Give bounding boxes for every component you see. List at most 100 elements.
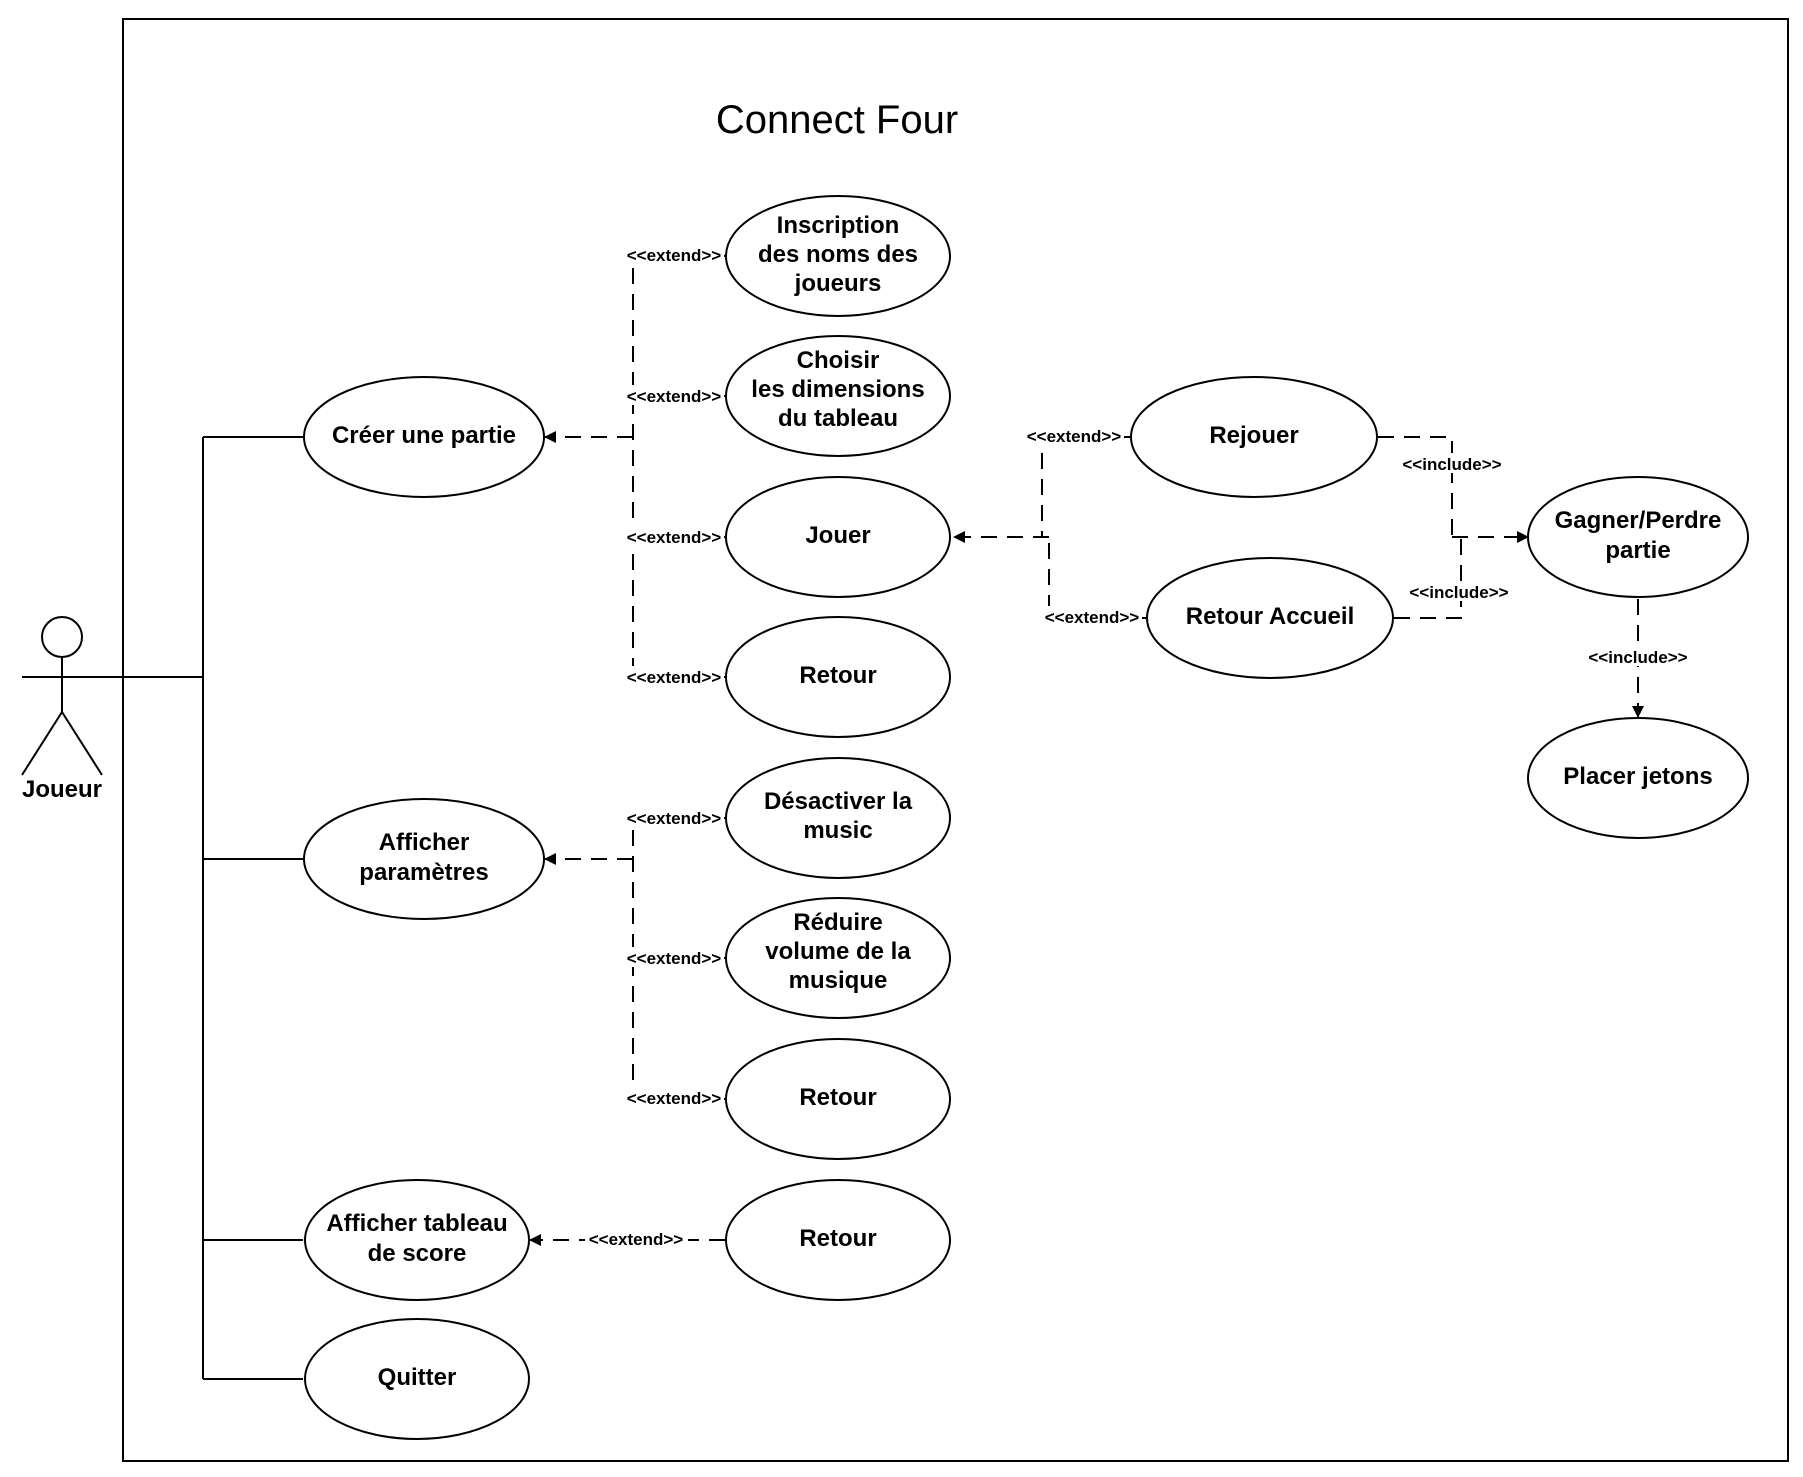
actor-head [41,616,83,658]
use-case-ellipse [725,897,951,1019]
label-extend-jouer: <<extend>> [623,526,724,547]
label-extend-inscription: <<extend>> [623,244,724,265]
label-include-retour-accueil: <<include>> [1407,581,1511,602]
actor-left-leg [21,711,63,776]
use-case-label: Rejouer [1209,422,1298,449]
include-line-retour-accueil [1394,537,1462,619]
label-bg [1400,453,1504,473]
use-case-ellipse [725,335,951,457]
use-case-ellipse [725,757,951,879]
label-bg [623,244,724,264]
use-case-label: Retour [799,1084,876,1111]
diagram-title: Connect Four [716,98,958,142]
actor-label: Joueur [22,776,102,803]
use-case-label: Créer une partie [332,422,516,449]
extend-label: <<extend>> [627,1089,722,1108]
label-extend-choisir: <<extend>> [623,385,724,406]
system-boundary [122,18,1789,1462]
extend-label: <<extend>> [589,1230,684,1249]
extend-label: <<extend>> [627,387,722,406]
extend-label: <<extend>> [627,246,722,265]
use-case-label: Retour [799,662,876,689]
actor-associations [102,436,303,1380]
use-case-label: Jouer [805,522,870,549]
use-case-ellipse [304,1179,530,1301]
label-bg [623,666,724,686]
use-case-ellipse [1527,717,1749,839]
use-case-ellipse [725,1038,951,1160]
use-case-placer-jetons: Placer jetons [1527,717,1749,839]
use-case-retour-3: Retour [725,1179,951,1301]
label-bg [623,1087,724,1107]
use-case-rejouer: Rejouer [1130,376,1378,498]
use-case-ellipse [1130,376,1378,498]
label-bg [623,807,724,827]
label-extend-retour2: <<extend>> [623,1087,724,1108]
include-label: <<include>> [1588,648,1687,667]
extend-label: <<extend>> [627,809,722,828]
actor-joueur: Joueur [21,616,103,803]
label-bg [1023,425,1124,445]
label-extend-retour1: <<extend>> [623,666,724,687]
use-case-creer-une-partie: Créer une partie [303,376,545,498]
use-case-ellipse [303,798,545,920]
label-bg [585,1228,688,1248]
label-extend-desactiver: <<extend>> [623,807,724,828]
label-bg [623,526,724,546]
label-bg [623,385,724,405]
extend-label: <<extend>> [627,949,722,968]
extend-line-inscription [632,255,725,677]
include-label: <<include>> [1402,455,1501,474]
use-case-label: Retour [799,1225,876,1252]
label-bg [1585,646,1691,666]
use-case-retour-2: Retour [725,1038,951,1160]
use-case-ellipse [304,1318,530,1440]
extend-label: <<extend>> [627,668,722,687]
use-case-retour-accueil: Retour Accueil [1146,557,1394,679]
label-bg [1041,606,1142,626]
stereotype-labels: <<extend>> <<extend>> <<extend>> <<exten… [585,244,1691,1249]
use-case-ellipse [1146,557,1394,679]
actor-right-leg [61,711,103,776]
use-case-quitter: Quitter [304,1318,530,1440]
label-extend-rejouer: <<extend>> [1023,425,1124,446]
extend-line-rejouer [1041,436,1130,537]
extend-label: <<extend>> [627,528,722,547]
extend-line-retour-accueil [1048,537,1146,619]
use-case-label: Retour Accueil [1186,603,1354,630]
label-extend-reduire: <<extend>> [623,947,724,968]
include-label: <<include>> [1409,583,1508,602]
extend-label: <<extend>> [1045,608,1140,627]
use-case-label: Quitter [378,1364,457,1391]
use-case-ellipse [725,476,951,598]
extend-label: <<extend>> [1027,427,1122,446]
label-include-rejouer: <<include>> [1400,453,1504,474]
use-case-ellipse [303,376,545,498]
label-extend-retour3: <<extend>> [585,1228,688,1249]
use-case-ellipse [1527,476,1749,598]
use-case-ellipse [725,616,951,738]
include-line-rejouer [1378,436,1453,537]
use-case-ellipse [725,1179,951,1301]
label-include-placer: <<include>> [1585,646,1691,667]
label-bg [623,947,724,967]
label-bg [1407,581,1511,601]
use-case-retour-1: Retour [725,616,951,738]
use-case-ellipse [725,195,951,317]
use-case-label: Placer jetons [1563,763,1712,790]
